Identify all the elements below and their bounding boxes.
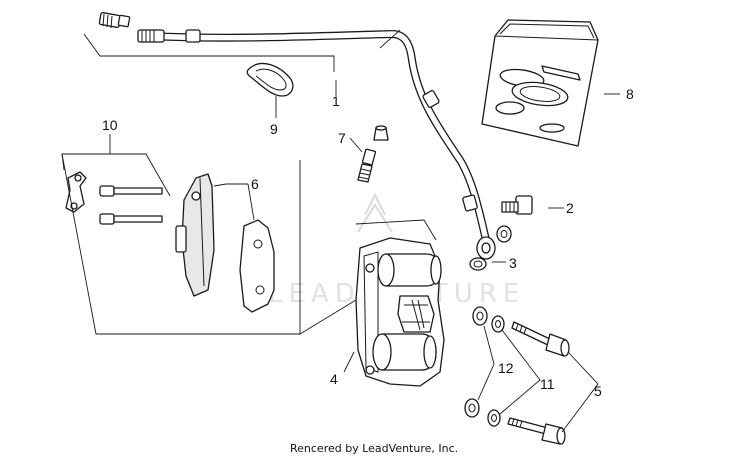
caliper-washers <box>464 306 505 427</box>
callout-6: 6 <box>251 176 259 192</box>
banjo-bolt <box>501 195 533 215</box>
callouts: 1 2 3 4 5 6 7 8 9 10 11 12 <box>102 86 634 399</box>
callout-9: 9 <box>270 121 278 137</box>
pad-pins <box>99 185 163 225</box>
callout-7: 7 <box>338 130 346 146</box>
callout-2: 2 <box>566 200 574 216</box>
bleed-screw <box>357 125 389 183</box>
leader-lines <box>109 80 620 433</box>
callout-11: 11 <box>540 376 555 392</box>
callout-10: 10 <box>102 117 118 133</box>
callout-1: 1 <box>332 93 340 109</box>
caliper <box>355 237 445 387</box>
hose-fitting <box>98 12 131 29</box>
credit-text: Rencered by LeadVenture, Inc. <box>290 442 458 455</box>
pad-group-outline <box>61 153 437 335</box>
gasket-kit <box>481 19 599 147</box>
callout-4: 4 <box>330 371 338 387</box>
callout-5: 5 <box>594 383 602 399</box>
callout-3: 3 <box>509 255 517 271</box>
caliper-bolts <box>507 321 570 445</box>
hose-group-outline <box>83 29 401 72</box>
callout-12: 12 <box>498 360 514 376</box>
brake-hose <box>137 29 496 260</box>
brake-pads <box>175 173 275 313</box>
washers <box>469 225 512 271</box>
o-ring <box>246 62 294 97</box>
callout-8: 8 <box>626 86 634 102</box>
